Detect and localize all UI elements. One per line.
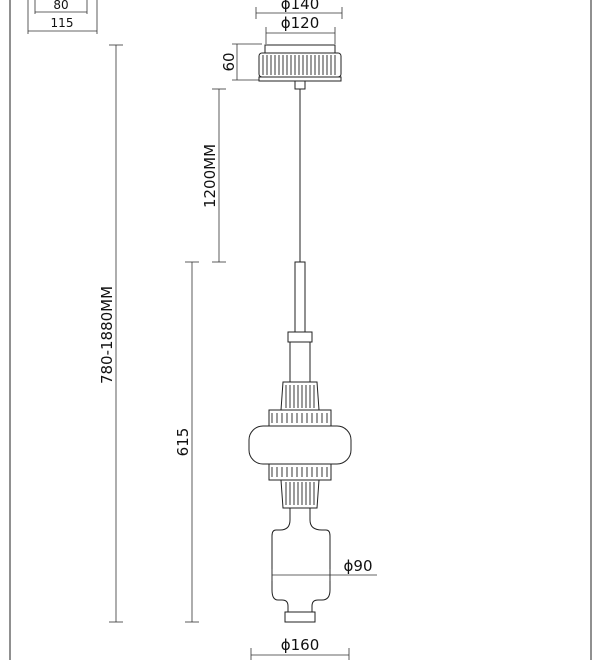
canopy-outer-label: ϕ140	[281, 0, 320, 13]
small-outer-label: 115	[51, 16, 74, 30]
small-inner-label: 80	[53, 0, 68, 12]
ceiling-canopy	[258, 44, 342, 90]
total-height-dimension: 780-1880MM	[98, 44, 123, 623]
body-diameter-dimension: ϕ160	[250, 636, 350, 660]
cable-dimension: 1200MM	[201, 88, 226, 263]
cable-length-label: 1200MM	[201, 144, 219, 208]
canopy-height-label: 60	[220, 52, 238, 71]
tube-diameter-dimension: ϕ90	[271, 557, 377, 581]
small-dimension-block: 80 115	[27, 0, 98, 34]
body-height-label: 615	[174, 428, 192, 457]
lamp-body	[248, 261, 352, 623]
total-height-label: 780-1880MM	[98, 286, 116, 384]
tube-diameter-label: ϕ90	[344, 557, 373, 575]
canopy-inner-label: ϕ120	[281, 14, 320, 32]
canopy-dimensions: ϕ140 ϕ120 60	[220, 0, 343, 81]
body-height-dimension: 615	[174, 261, 199, 623]
body-diameter-label: ϕ160	[281, 636, 320, 654]
